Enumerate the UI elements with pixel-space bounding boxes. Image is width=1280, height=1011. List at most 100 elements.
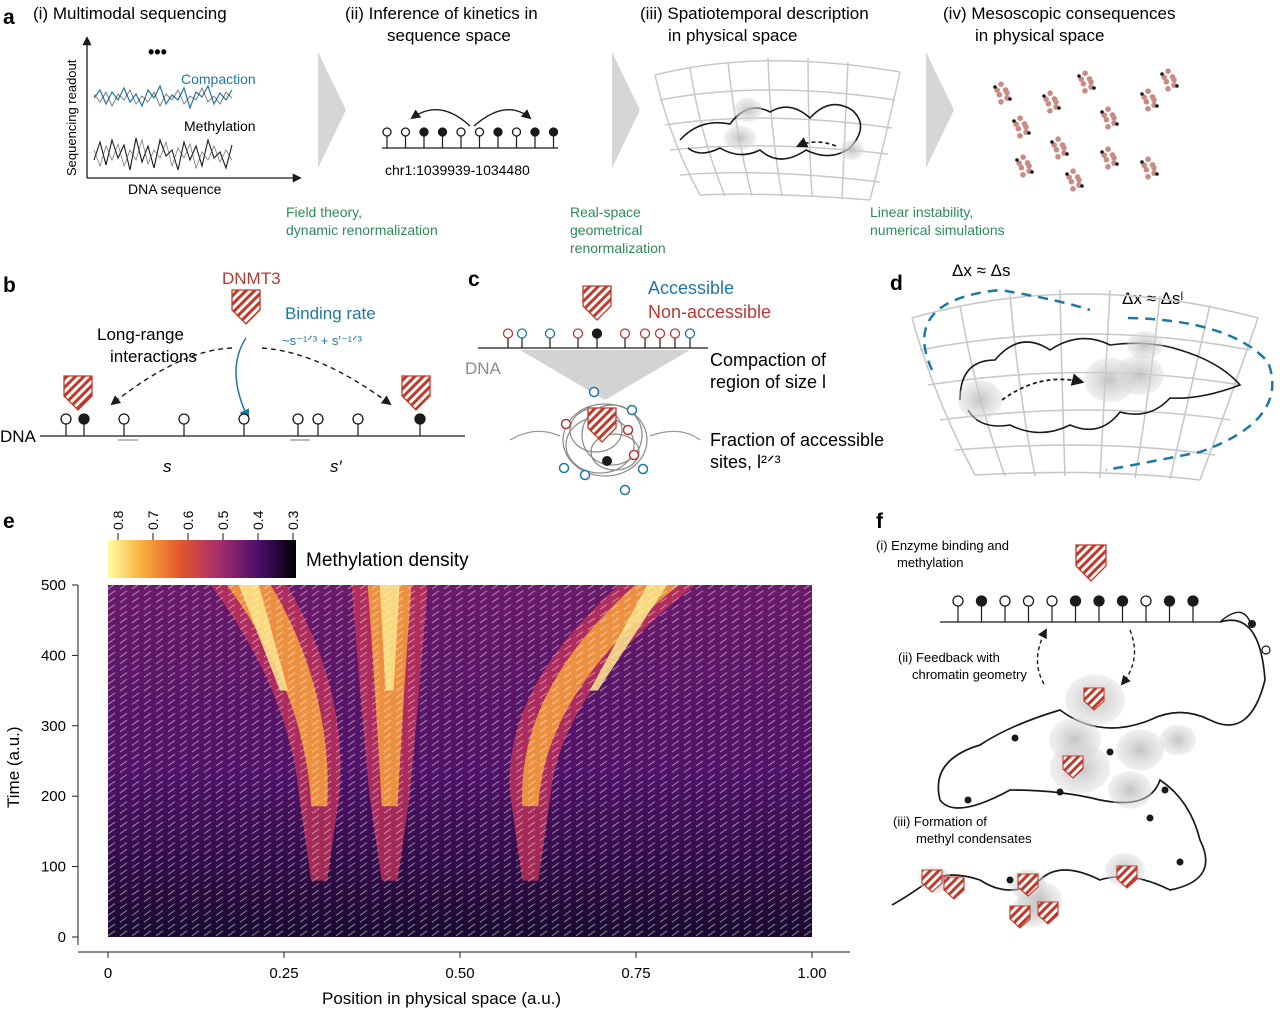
- method-3-line-1: Linear instability,: [870, 204, 973, 220]
- binding-rate-formula: ~s⁻¹ᐟ³ + s′⁻¹ᐟ³: [282, 333, 363, 348]
- cpg-sites-f: [952, 595, 1199, 622]
- genomic-locus: chr1:1039939-1034480: [385, 162, 530, 178]
- density-band-peak: [379, 585, 400, 691]
- condensate-member: [994, 87, 1000, 93]
- unmethylated-site: [572, 328, 584, 339]
- condensate-site: [1155, 172, 1159, 176]
- step-f3-line-2: methyl condensates: [916, 831, 1032, 846]
- trajectory-stripe-row: [108, 773, 812, 780]
- unmethylated-site: [511, 127, 522, 137]
- condensate-blob: [1127, 331, 1163, 359]
- unmethylated-site: [312, 413, 324, 425]
- non-accessible-site: [628, 449, 640, 461]
- condensate-member: [1053, 146, 1060, 153]
- condensate-member: [1149, 162, 1156, 168]
- density-band-core: [226, 585, 328, 807]
- enzyme-icon: [943, 876, 965, 900]
- condensate-member: [1105, 123, 1111, 130]
- trajectory-stripe-row: [108, 909, 812, 916]
- trajectory-stripe-row: [108, 651, 812, 658]
- method-2: Real-space geometrical renormalization: [570, 204, 666, 256]
- condensate-member: [1145, 156, 1151, 163]
- trajectory-stripe-row: [108, 631, 812, 638]
- step-2-title: (ii) Inference of kinetics in: [345, 4, 538, 23]
- condensate-site: [1155, 104, 1159, 108]
- methylated-site: [1187, 595, 1199, 607]
- trajectory-stripe-row: [108, 678, 812, 685]
- unmethylated-site: [999, 595, 1011, 607]
- panel-b: b DNMT3 Binding rate ~s⁻¹ᐟ³ + s′⁻¹ᐟ³ Lon…: [0, 269, 465, 476]
- non-accessible-label: Non-accessible: [648, 302, 771, 322]
- unmethylated-site: [516, 328, 528, 339]
- density-band-peak: [589, 585, 668, 691]
- y-tick-label: 500: [41, 577, 66, 594]
- condensate-member: [1109, 152, 1116, 158]
- unmethylated-site: [502, 328, 514, 339]
- trajectory-stripe-row: [108, 658, 812, 665]
- unmethylated-site: [1140, 595, 1152, 607]
- dnmt3-label: DNMT3: [222, 269, 281, 288]
- binding-arrow: [235, 337, 250, 420]
- trajectory-stripe-row: [108, 665, 812, 672]
- trajectory-stripe-row: [108, 807, 812, 814]
- condensate-member: [1016, 160, 1022, 166]
- density-band-core: [522, 585, 680, 807]
- trajectory-stripe-row: [108, 835, 812, 842]
- compaction-text-2: region of size l: [710, 372, 826, 392]
- methylated-site: [1163, 595, 1176, 607]
- distance-s-prime: s′: [330, 457, 343, 476]
- mesoscopic-condensates: [993, 68, 1179, 192]
- trajectory-stripe-row: [108, 585, 811, 590]
- kinetics-strand: [382, 109, 559, 149]
- methylated-site: [1006, 876, 1014, 884]
- condensate-member: [1143, 166, 1150, 173]
- panel-a: a (i) Multimodal sequencing (ii) Inferen…: [3, 4, 1179, 256]
- kinetics-arrow-right: [473, 109, 532, 127]
- condensate-blob: [1116, 355, 1164, 395]
- methylated-site: [1056, 788, 1064, 796]
- binding-rate-label: Binding rate: [285, 304, 376, 323]
- enzyme-icon: [1037, 901, 1059, 925]
- non-accessible-site: [622, 424, 634, 436]
- panel-c-letter: c: [468, 268, 480, 291]
- condensate-member: [1018, 164, 1025, 171]
- trajectory-stripe-row: [108, 855, 812, 862]
- heatmap-stripes: [108, 585, 812, 937]
- kinetics-arrow-left: [410, 109, 471, 127]
- condensate-member: [1047, 107, 1053, 114]
- methyl-condensates: [919, 674, 1196, 929]
- condensate-member: [1105, 106, 1111, 113]
- condensate-site: [1015, 158, 1019, 162]
- step-2-subtitle: sequence space: [387, 26, 511, 45]
- condensate-member: [1024, 160, 1031, 166]
- condensate-member: [1002, 87, 1009, 93]
- trajectory-stripe-row: [108, 610, 812, 617]
- heatmap-y-label: Time (a.u.): [4, 726, 23, 808]
- trajectory-stripe-row: [108, 760, 812, 767]
- x-tick-label: 1.00: [797, 965, 826, 982]
- trajectory-stripe-row: [108, 603, 812, 610]
- condensate-member: [1101, 152, 1107, 158]
- enzyme-icon: [1017, 873, 1039, 897]
- methylation-trace-2: [93, 138, 233, 170]
- unmethylated-site: [382, 127, 392, 137]
- method-3-line-2: numerical simulations: [870, 222, 1005, 238]
- condensate-member: [1020, 171, 1026, 178]
- condensate-member: [1149, 94, 1156, 100]
- trajectory-stripe-row: [108, 916, 812, 923]
- heatmap-x-label: Position in physical space (a.u.): [322, 989, 561, 1008]
- unmethylated-site: [639, 328, 651, 339]
- cpg-sites-c: [502, 328, 696, 348]
- condensate-blob: [734, 98, 762, 122]
- condensate-member: [1145, 173, 1151, 180]
- methylated-site: [493, 127, 503, 137]
- trajectory-stripe-row: [108, 780, 812, 787]
- condensate-blob: [724, 126, 756, 150]
- methylated-site: [414, 413, 426, 425]
- condensate-member: [1017, 115, 1023, 122]
- colorbar-label: Methylation density: [306, 550, 469, 571]
- condensate-member: [1086, 76, 1093, 82]
- step-f1-line-2: methylation: [897, 555, 963, 570]
